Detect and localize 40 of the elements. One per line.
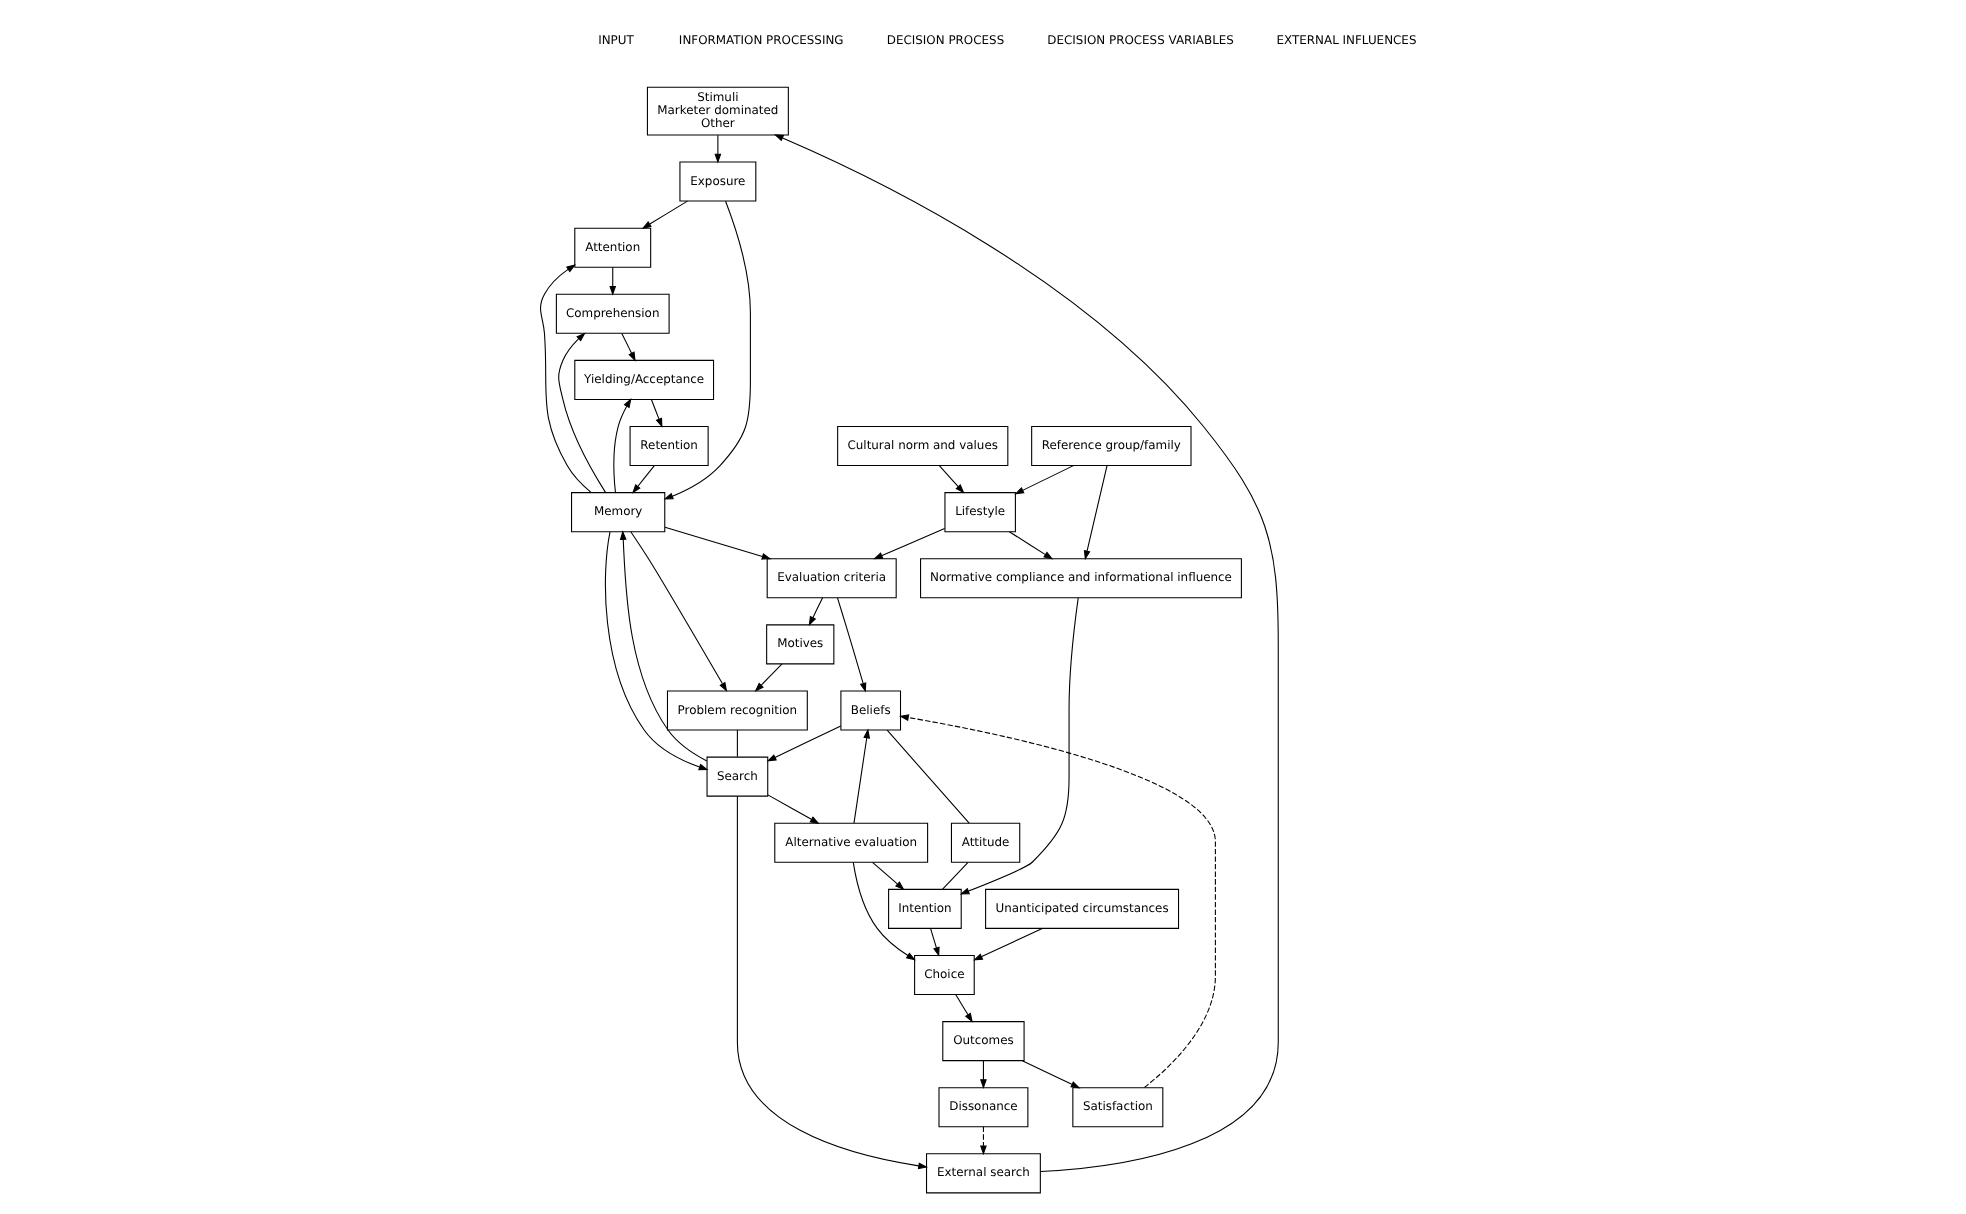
arrow [899,714,1216,1088]
arrow [980,1126,987,1156]
arrow [613,398,632,494]
arrow [632,465,655,494]
connector [942,861,969,890]
arrow [736,795,928,1170]
arrow [853,728,871,824]
arrow [664,526,772,560]
arrow [754,663,783,692]
arrow [540,264,592,493]
arrow [930,927,940,957]
arrow [1008,531,1054,560]
arrow [558,332,607,493]
arrow [808,597,824,627]
arrow [773,134,1279,1173]
arrow [980,1060,987,1090]
arrow [871,861,905,891]
arrow [873,528,946,560]
connector [886,729,970,824]
arrow [959,597,1079,895]
arrow [1083,465,1108,561]
arrow [650,398,663,428]
arrow [836,597,867,693]
arrow [663,200,751,500]
arrow [973,927,1043,961]
arrow [619,530,708,762]
arrow [641,200,688,229]
arrow [767,794,820,824]
arrow [609,266,617,296]
arrow [1014,465,1074,495]
arrow [955,994,973,1023]
arrow [938,465,965,494]
arrow [621,332,636,362]
arrow [604,531,709,771]
arrow [1021,1060,1081,1089]
arrow [630,531,728,692]
arrow [852,862,916,961]
arrow [714,134,722,164]
connector [736,729,738,758]
arrow [766,725,842,762]
